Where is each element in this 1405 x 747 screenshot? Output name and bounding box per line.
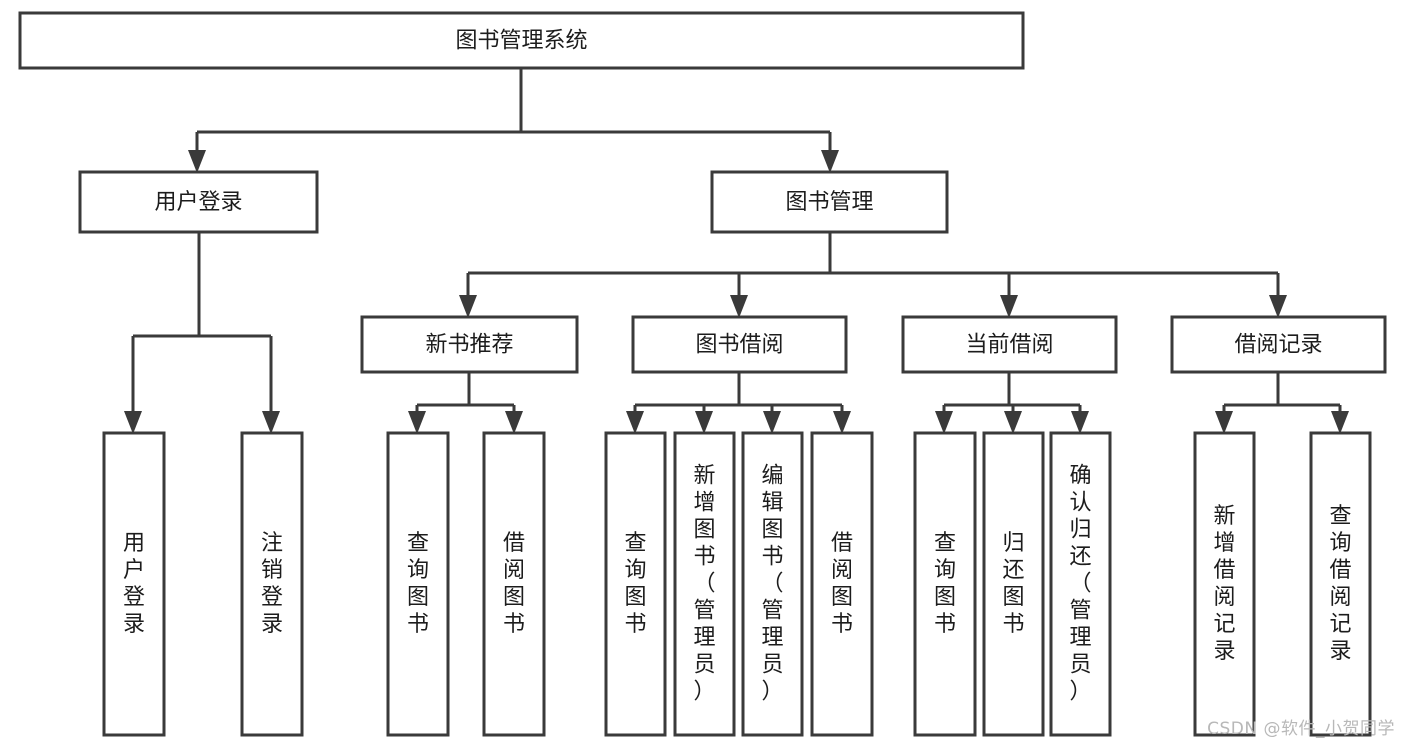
node-user-login[interactable]: 用户登录	[78, 170, 319, 234]
connector-user-login	[124, 232, 280, 434]
node-label: 用户登录	[123, 531, 145, 637]
node-label: 查询借阅记录	[1329, 504, 1351, 664]
node-label: 新书推荐	[425, 333, 513, 358]
node-leaf-return-book[interactable]: 归还图书	[982, 431, 1045, 737]
node-borrow-record[interactable]: 借阅记录	[1170, 315, 1387, 374]
node-label: 图书管理系统	[455, 29, 587, 54]
connector-borrow-record	[1215, 372, 1349, 434]
node-label: 图书借阅	[695, 333, 783, 358]
node-leaf-query-book-rec[interactable]: 查询图书	[386, 431, 450, 737]
node-label: 注销登录	[261, 531, 283, 637]
node-book-manage[interactable]: 图书管理	[710, 170, 949, 234]
node-label: 用户登录	[154, 190, 242, 215]
node-leaf-confirm-return[interactable]: 确认归还（管理员）	[1049, 431, 1112, 737]
node-leaf-query-record[interactable]: 查询借阅记录	[1309, 431, 1372, 737]
node-label: 确认归还（管理员）	[1069, 464, 1091, 705]
node-label: 查询图书	[407, 531, 429, 637]
connector-layer	[124, 68, 1349, 434]
node-root[interactable]: 图书管理系统	[18, 11, 1025, 70]
node-leaf-edit-book[interactable]: 编辑图书（管理员）	[741, 431, 804, 737]
node-label: 新增借阅记录	[1213, 504, 1235, 664]
node-leaf-query-book-current[interactable]: 查询图书	[913, 431, 977, 737]
node-label: 借阅图书	[831, 531, 853, 637]
connector-root	[188, 68, 839, 173]
node-label: 编辑图书（管理员）	[761, 464, 783, 705]
node-label: 归还图书	[1002, 531, 1024, 637]
node-label: 查询图书	[934, 531, 956, 637]
node-leaf-add-record[interactable]: 新增借阅记录	[1193, 431, 1256, 737]
node-leaf-query-book-borrow[interactable]: 查询图书	[604, 431, 667, 737]
connector-new-book-recommend	[408, 372, 523, 434]
node-leaf-borrow-book-rec[interactable]: 借阅图书	[482, 431, 546, 737]
node-new-book-recommend[interactable]: 新书推荐	[360, 315, 579, 374]
node-label: 借阅记录	[1234, 333, 1322, 358]
node-leaf-user-login[interactable]: 用户登录	[102, 431, 166, 737]
connector-current-borrow	[935, 372, 1089, 434]
connector-book-borrow	[626, 372, 851, 434]
node-label: 新增图书（管理员）	[693, 464, 715, 705]
node-label: 图书管理	[785, 190, 873, 215]
node-label: 当前借阅	[965, 333, 1053, 358]
node-leaf-logout[interactable]: 注销登录	[240, 431, 304, 737]
node-current-borrow[interactable]: 当前借阅	[901, 315, 1118, 374]
node-label: 借阅图书	[503, 531, 525, 637]
connector-book-manage	[459, 232, 1287, 318]
node-leaf-borrow-book[interactable]: 借阅图书	[810, 431, 874, 737]
node-label: 查询图书	[624, 531, 646, 637]
node-layer: 图书管理系统用户登录图书管理新书推荐图书借阅当前借阅借阅记录用户登录注销登录查询…	[18, 11, 1387, 737]
node-leaf-add-book[interactable]: 新增图书（管理员）	[673, 431, 736, 737]
node-book-borrow[interactable]: 图书借阅	[631, 315, 848, 374]
